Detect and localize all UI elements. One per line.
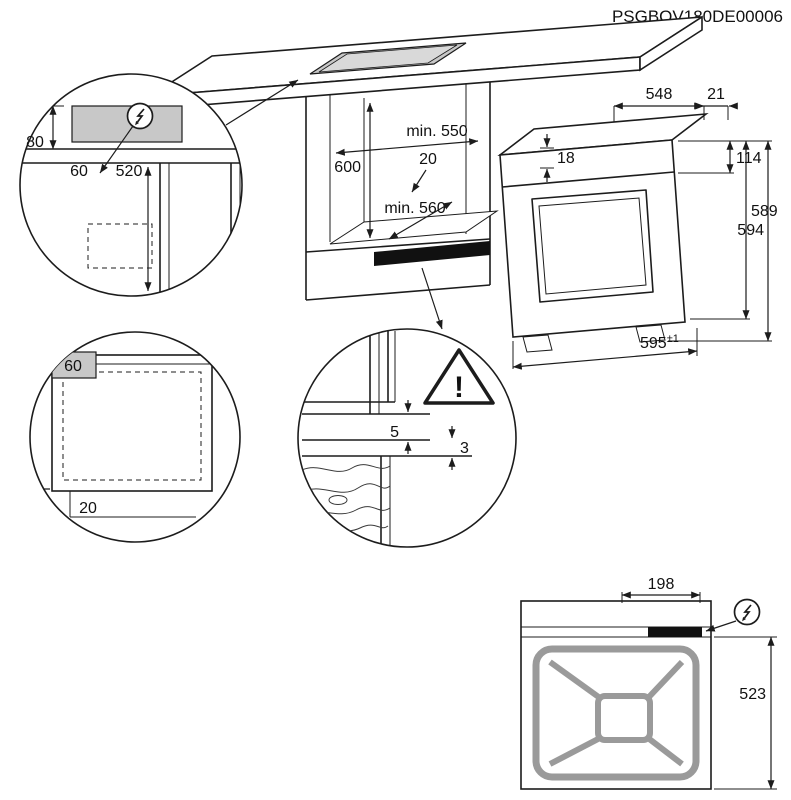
dim-20-label: 20 [79, 500, 97, 517]
connection-detail-circle: 80 60 520 [19, 73, 243, 297]
dim-21-label: 21 [707, 86, 725, 103]
connection-zone [71, 105, 183, 143]
leader-arrows [225, 79, 443, 330]
dim-198-label: 198 [648, 576, 675, 593]
dim-595-label: 595±1 [640, 333, 679, 352]
dim-60-label: 60 [70, 163, 88, 180]
detail-circle-outline [297, 328, 517, 548]
dim-523-label: 523 [739, 686, 766, 703]
cabinet-niche [305, 82, 499, 301]
warning-triangle-icon [423, 348, 495, 405]
dim-min-560-label: min. 560 [384, 200, 445, 217]
oven-door-window-inner [538, 197, 647, 295]
dim-80-label: 80 [26, 134, 44, 151]
dim-589-label: 589 [751, 203, 778, 220]
dim-114-label: 114 [736, 150, 762, 167]
leader-to-hob [225, 79, 299, 126]
worktop-isometric [149, 15, 703, 110]
gap-detail-content [301, 331, 472, 545]
connection-box [648, 627, 702, 637]
oven-rear-view: 198 523 [520, 576, 777, 790]
dim-600-label: 600 [334, 159, 361, 176]
warning-mark: ! [454, 371, 464, 404]
dim-548-label: 548 [646, 86, 673, 103]
cabinet-plan [51, 354, 213, 492]
leader-to-gap-detail [421, 267, 443, 330]
hob-cutout-inner [318, 44, 458, 73]
clearance-outline [62, 371, 202, 481]
drawer-outline [87, 223, 153, 269]
power-connection-icon [126, 102, 154, 130]
dim-3-label: 3 [460, 440, 469, 457]
oven-foot-right [635, 324, 666, 343]
niche-dimensions: min. 550 600 20 min. 560 [334, 102, 479, 240]
oven-door-window [531, 189, 654, 303]
dim-18-label: 18 [557, 150, 575, 167]
control-panel-line [501, 171, 675, 188]
cavity-frame [532, 645, 700, 781]
cavity-center [595, 693, 653, 743]
oven-foot-left [522, 334, 553, 353]
dim-60-label: 60 [64, 358, 82, 375]
oven-dimensions: 548 21 18 114 589 594 595±1 [512, 86, 778, 370]
wood-knot [328, 495, 348, 505]
dim-5-label: 5 [390, 424, 399, 441]
worktop-end-face [639, 15, 703, 72]
vent-slot [374, 241, 490, 266]
dim-20-label: 20 [419, 151, 437, 168]
oven-perspective [497, 112, 709, 353]
plinth-detail-circle: 60 20 [29, 331, 241, 543]
dim-595-value: 595 [640, 335, 667, 352]
power-connection-icon [733, 598, 761, 626]
detail-circle-outline [29, 331, 241, 543]
dim-595-tolerance: ±1 [667, 333, 679, 345]
oven-front-face [499, 139, 686, 338]
dim-520-label: 520 [116, 163, 143, 180]
dim-min-550-label: min. 550 [406, 123, 467, 140]
gap-detail-circle: ! 5 3 [297, 328, 517, 548]
dim-594-label: 594 [737, 222, 764, 239]
